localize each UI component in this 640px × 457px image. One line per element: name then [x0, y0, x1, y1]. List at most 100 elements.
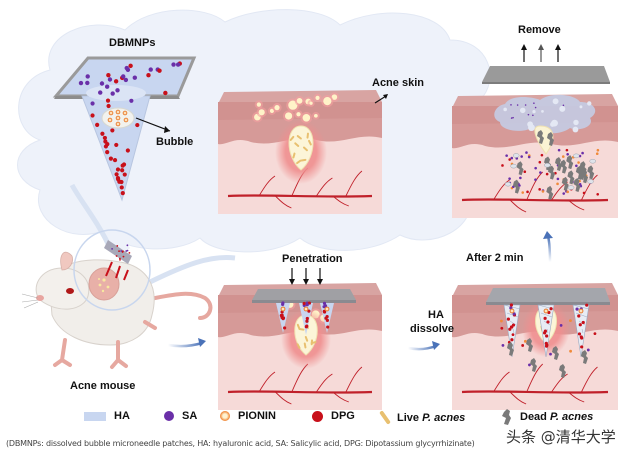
released-particle — [562, 192, 566, 195]
patch-particle — [106, 72, 111, 78]
label-dissolve: dissolve — [410, 323, 455, 335]
dead-bacteria-fragment-icon — [502, 409, 511, 425]
released-particle — [508, 158, 511, 161]
needle-particle — [114, 172, 119, 177]
needle-particle — [510, 325, 514, 329]
released-particle — [538, 160, 542, 164]
microneedle-patch — [252, 289, 356, 300]
pustule — [315, 95, 320, 100]
needle-particle — [305, 303, 309, 307]
released-particle — [523, 339, 527, 343]
needle-fragment — [512, 153, 520, 158]
needle-particle — [544, 341, 548, 345]
patch-particle — [113, 79, 119, 84]
released-particle — [500, 326, 504, 330]
dead-bacteria — [537, 130, 544, 144]
legend-label-dead-species: P. acnes — [549, 411, 594, 423]
needle-particle — [90, 113, 95, 118]
label-remove: Remove — [518, 24, 561, 36]
released-particle — [541, 190, 545, 193]
released-particle — [534, 166, 537, 170]
dbmnp-patch-diagram — [52, 56, 197, 202]
needle-fragment — [589, 158, 596, 164]
released-particle — [569, 349, 572, 353]
pionin-particle — [115, 109, 121, 115]
pionin-particle — [324, 306, 330, 312]
released-particle — [519, 176, 522, 180]
live-bacteria — [302, 146, 308, 152]
released-particle — [559, 323, 563, 327]
magnifier-circle — [73, 229, 151, 311]
patch-particle — [85, 80, 90, 86]
flow-arrow-mouse-to-penetration — [167, 338, 206, 348]
needle-particle — [116, 177, 121, 182]
patch-particle — [98, 90, 103, 95]
needle-particle — [305, 324, 309, 328]
needle-particle — [115, 167, 121, 172]
patch-particle — [175, 62, 181, 67]
pionin-particle — [543, 308, 549, 314]
dead-bacteria — [566, 155, 574, 170]
needle-particle — [302, 301, 306, 306]
legend-item-pionin: PIONIN — [220, 410, 276, 422]
dead-bacteria — [516, 161, 524, 176]
released-particle — [501, 164, 504, 167]
flow-arrow-after-2-min — [543, 231, 553, 263]
penetration-arrows — [289, 268, 323, 285]
live-bacteria — [304, 335, 309, 342]
released-particle — [527, 155, 531, 159]
dissolved-ha-gel — [494, 94, 596, 134]
patch-particle — [78, 80, 84, 86]
dpg-dot-icon — [312, 410, 323, 422]
pustule — [284, 112, 293, 120]
skin-block-acne — [218, 90, 382, 214]
pionin-particle — [509, 308, 515, 314]
watermark: 头条 @清华大学 — [506, 428, 616, 446]
blood-vessel — [227, 194, 373, 198]
microneedle — [572, 304, 590, 358]
needle-particle — [114, 142, 119, 148]
dead-bacteria — [547, 165, 555, 180]
patch-particle — [124, 65, 129, 71]
needle-particle — [120, 191, 125, 196]
needle-particle — [100, 131, 105, 136]
needle-particle — [119, 185, 124, 190]
needle-particle — [325, 318, 329, 322]
dead-bacteria — [578, 166, 586, 181]
released-particle — [557, 148, 561, 152]
released-particle — [501, 343, 505, 347]
pustule — [258, 109, 265, 116]
skin-block-removed — [452, 94, 618, 218]
live-bacteria — [300, 158, 307, 162]
released-particle — [525, 151, 528, 154]
patch-particle — [121, 74, 126, 79]
needle-particle — [125, 148, 130, 153]
label-ha: HA — [428, 309, 444, 321]
needle-particle — [543, 331, 547, 335]
needle-particle — [577, 314, 581, 318]
pustule — [296, 112, 301, 117]
needle-particle — [112, 157, 118, 163]
released-particle — [566, 152, 569, 156]
pustule — [274, 105, 280, 111]
patch-particle — [85, 74, 90, 79]
pionin-ring-icon — [220, 411, 230, 421]
legend-label-dpg: DPG — [331, 410, 355, 422]
needle-particle — [95, 122, 100, 127]
needle-particle — [307, 309, 311, 313]
microneedle-patch — [486, 288, 610, 302]
legend-item-dead-p-acnes: Dead P. acnes — [500, 408, 593, 426]
skin-block-dissolve — [452, 283, 618, 410]
dead-bacteria — [581, 350, 588, 364]
dead-bacteria — [512, 179, 520, 194]
label-acne-mouse: Acne mouse — [70, 380, 136, 392]
released-particle — [582, 191, 586, 195]
released-particle — [575, 164, 578, 168]
needle-fragment — [567, 185, 575, 190]
needle-particle — [281, 316, 286, 320]
ha-swatch-icon — [84, 411, 106, 421]
released-particle — [577, 161, 580, 164]
acne-mouse-illustration — [21, 229, 213, 369]
legend-label-live-species: P. acnes — [422, 411, 466, 424]
pionin-particle — [108, 110, 114, 116]
